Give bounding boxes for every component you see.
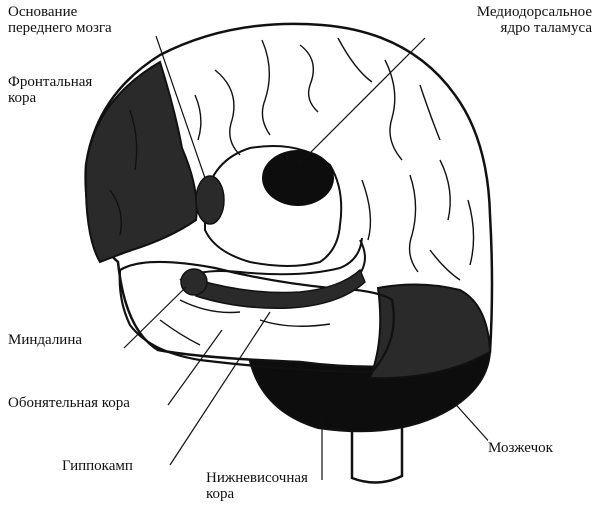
- label-cerebellum: Мозжечок: [488, 440, 553, 456]
- label-hippocampus: Гиппокамп: [62, 458, 133, 474]
- mediodorsal-nucleus: [262, 150, 334, 206]
- label-inferotemporal-cortex: Нижневисочная кора: [206, 470, 308, 502]
- hippocampus-region: [195, 268, 366, 309]
- hippocampal-arc: [179, 237, 363, 281]
- label-amygdala: Миндалина: [8, 332, 83, 348]
- sulci: [109, 37, 475, 346]
- basal-forebrain: [195, 175, 225, 225]
- label-frontal-cortex: Фронтальная кора: [8, 74, 93, 106]
- label-mediodorsal-nucleus: Медиодорсальное ядро таламуса: [476, 4, 592, 36]
- label-olfactory-cortex: Обонятельная кора: [8, 395, 130, 411]
- amygdala: [180, 268, 208, 296]
- leader-lines: [123, 35, 494, 480]
- label-forebrain-base: Основание переднего мозга: [8, 4, 112, 36]
- frontal-cortex-region: [84, 60, 198, 264]
- inferotemporal-cortex-region: [368, 283, 492, 380]
